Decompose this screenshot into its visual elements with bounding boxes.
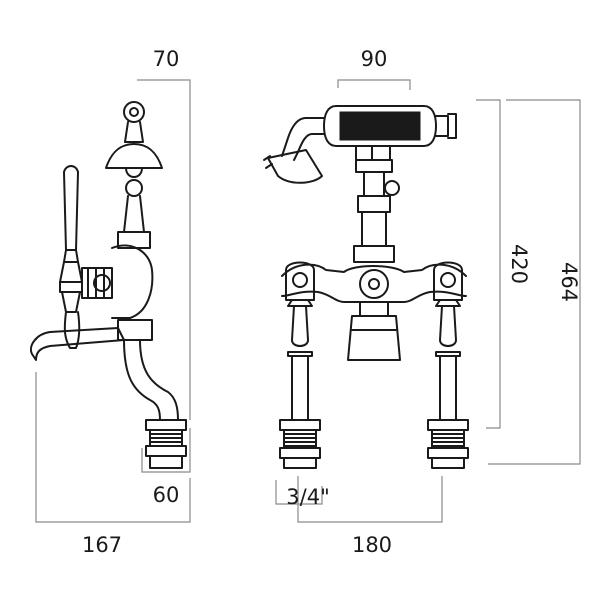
front-spout [347, 315, 401, 361]
side-view: 70 60 167 [30, 47, 191, 557]
valve-body [59, 244, 154, 349]
bridge-body [281, 263, 467, 317]
right-leg [427, 351, 469, 469]
centres-label: 180 [352, 533, 392, 557]
side-dimension-lines [35, 79, 191, 523]
inlet-size-label: 3/4" [286, 485, 329, 509]
front-view: 90 3/4" 180 420 464 [263, 47, 581, 557]
side-pillar [123, 339, 187, 469]
shower-handset [263, 105, 457, 184]
bath-spout [30, 319, 153, 361]
lever-handle [59, 165, 83, 283]
front-dimension-lines [275, 79, 581, 523]
front-top-width-label: 90 [361, 47, 388, 71]
left-lever [285, 261, 315, 353]
side-top-width-label: 70 [153, 47, 180, 71]
handset-cradle [105, 101, 163, 249]
side-base-width-label: 60 [153, 483, 180, 507]
height-outer-label: 464 [557, 262, 581, 302]
height-inner-label: 420 [507, 244, 531, 284]
left-leg [279, 351, 321, 469]
right-lever [433, 261, 463, 353]
diverter-column [353, 171, 400, 263]
side-projection-label: 167 [82, 533, 122, 557]
